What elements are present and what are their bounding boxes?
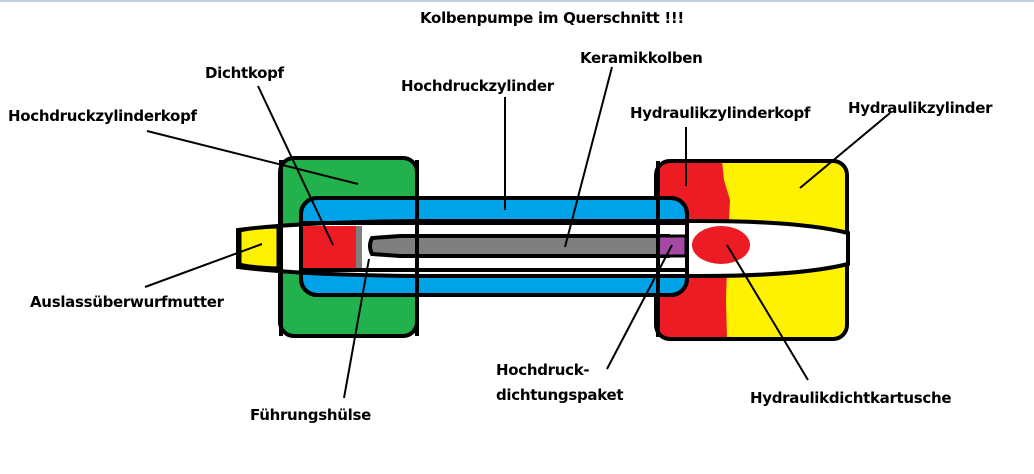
auslassueberwurfmutter-part <box>238 225 280 270</box>
fuehrungshuelse-part <box>356 226 362 270</box>
label-auslassueberwurfmutter: Auslassüberwurfmutter <box>30 293 225 311</box>
label-hochdruckdichtungspaket-1: Hochdruck- <box>496 361 589 379</box>
label-keramikkolben: Keramikkolben <box>580 49 703 67</box>
dichtkopf-part <box>303 226 359 268</box>
label-hydraulikdichtkartusche: Hydraulikdichtkartusche <box>750 389 951 407</box>
diagram-title: Kolbenpumpe im Querschnitt !!! <box>420 9 684 27</box>
label-hydraulikzylinderkopf: Hydraulikzylinderkopf <box>630 104 811 122</box>
label-hydraulikzylinder: Hydraulikzylinder <box>848 99 993 117</box>
label-hochdruckdichtungspaket-2: dichtungspaket <box>496 386 623 404</box>
label-hochdruckzylinder: Hochdruckzylinder <box>401 77 555 95</box>
label-dichtkopf: Dichtkopf <box>205 64 285 82</box>
keramikkolben-part <box>368 234 670 258</box>
label-hochdruckzylinderkopf: Hochdruckzylinderkopf <box>8 107 198 125</box>
hydraulikdichtkartusche-part <box>692 226 750 264</box>
window-top-border <box>0 0 1034 2</box>
leader-lines <box>144 66 891 399</box>
label-fuehrungshuelse: Führungshülse <box>250 406 371 424</box>
